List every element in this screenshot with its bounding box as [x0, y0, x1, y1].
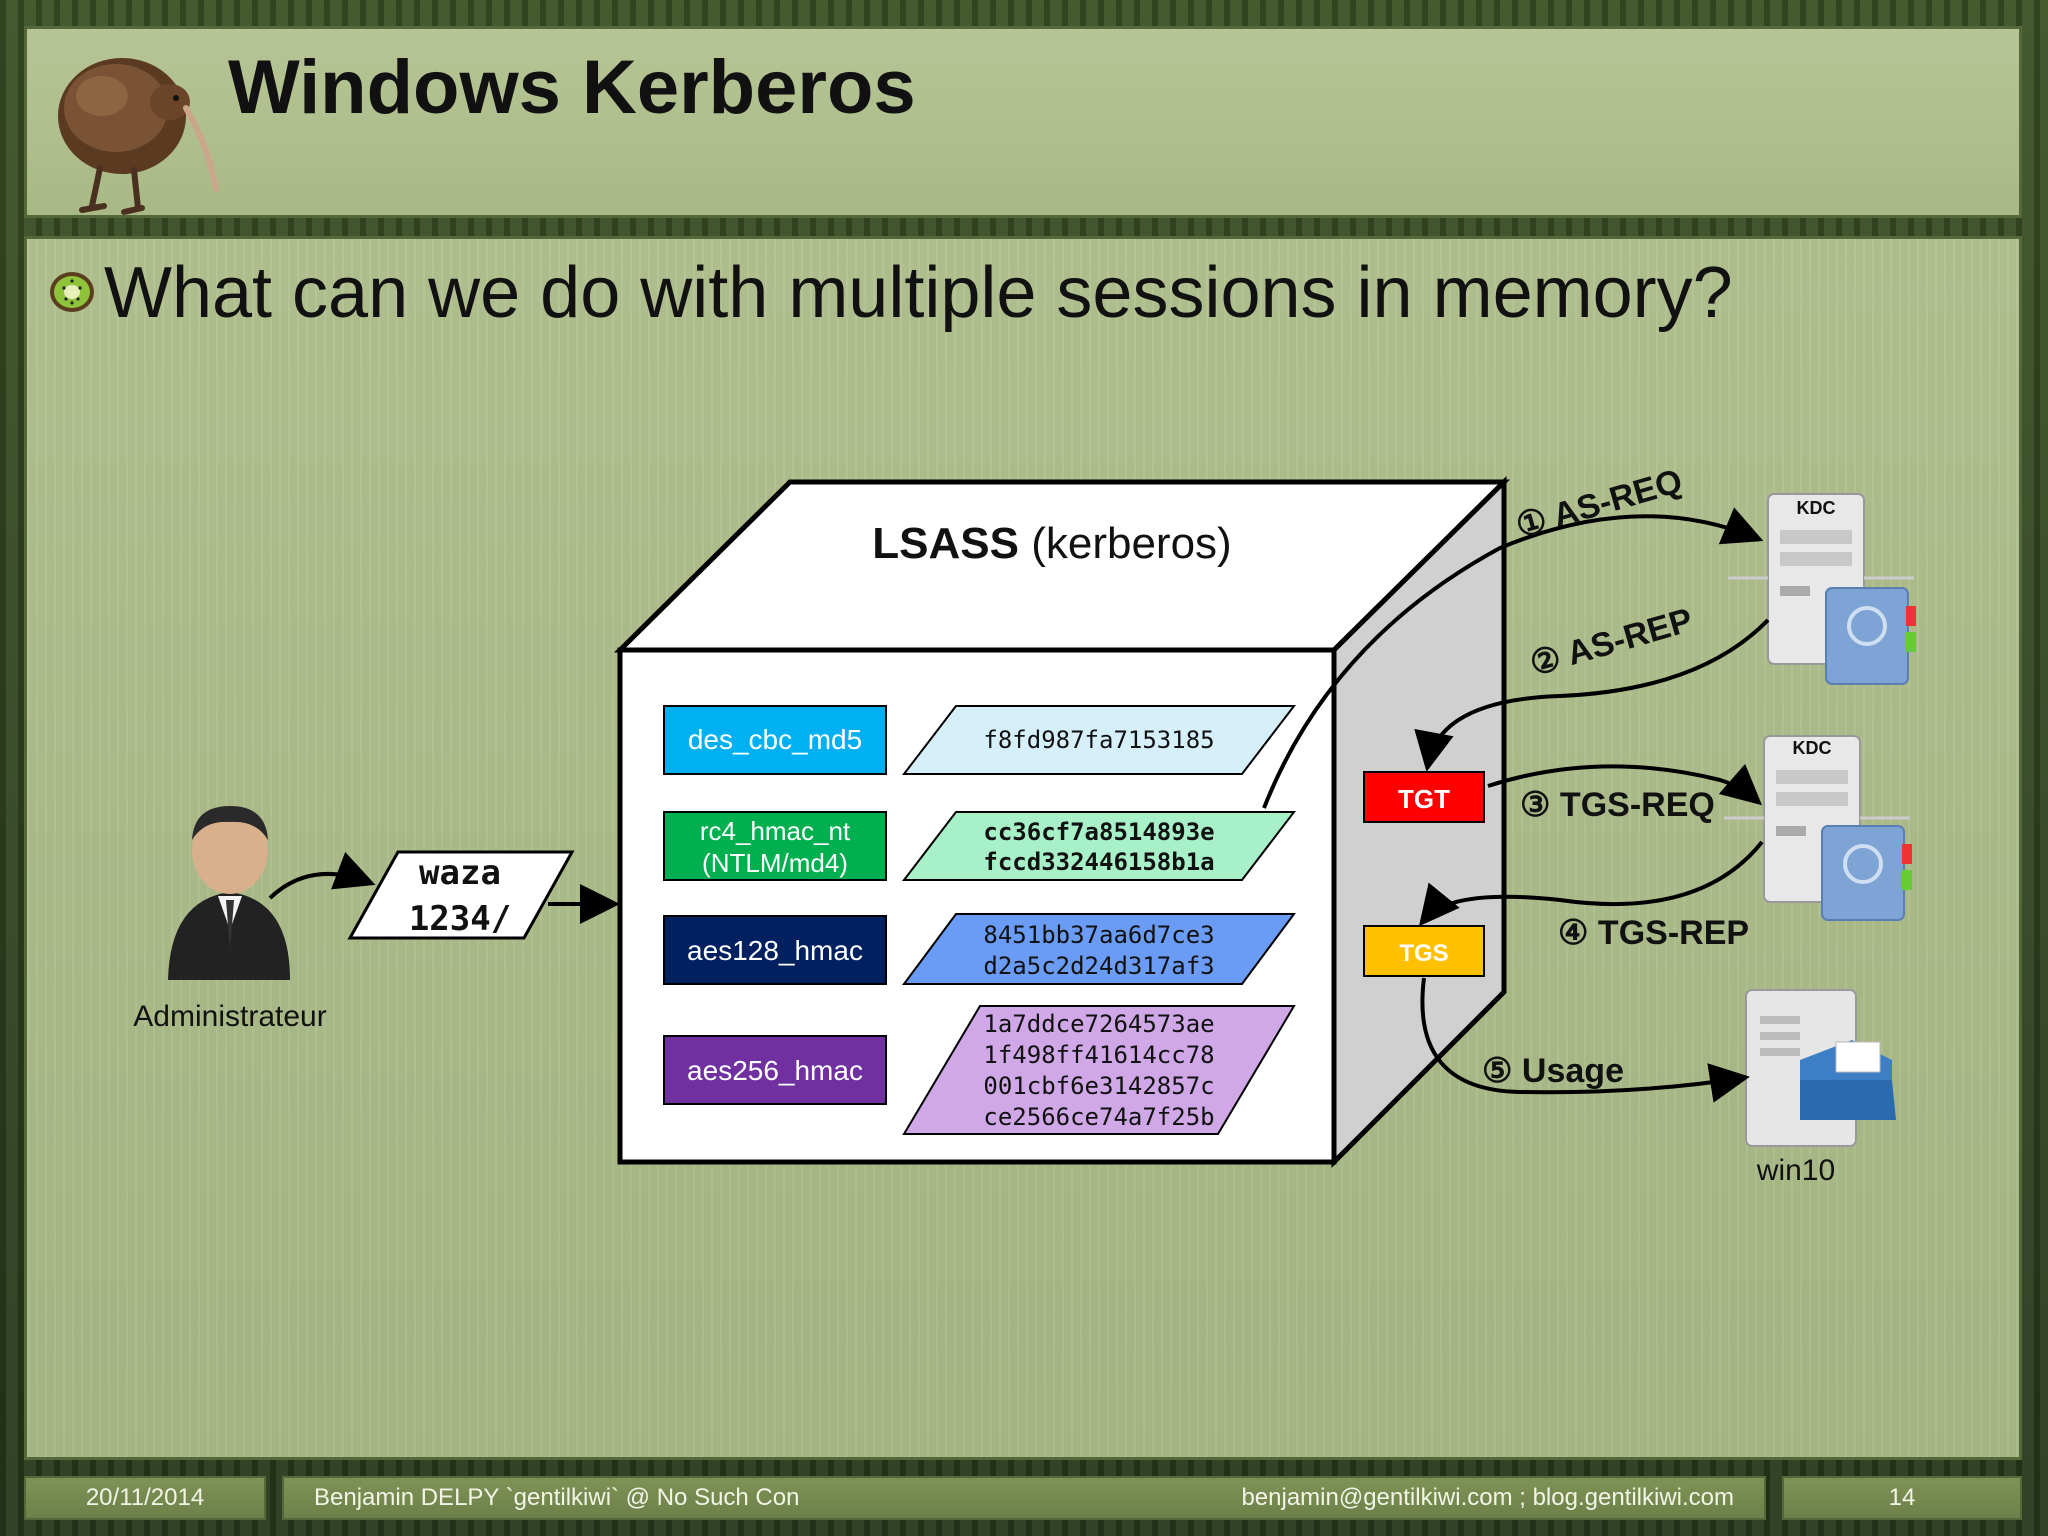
arrow-usage	[1420, 977, 1750, 1103]
step-as-req: ① AS-REQ	[1512, 462, 1687, 546]
key-hash-line: 1f498ff41614cc78	[983, 1041, 1214, 1069]
host-label: win10	[1756, 1154, 1835, 1187]
arrow-user-to-credential	[268, 851, 376, 900]
administrator-user-icon	[168, 806, 290, 980]
arrow-as-rep	[1414, 618, 1770, 772]
win10-host-icon	[1745, 989, 1896, 1147]
arrow-as-req	[1262, 507, 1764, 809]
key-hash-line: 1a7ddce7264573ae	[983, 1010, 1214, 1038]
key-hash-line: d2a5c2d24d317af3	[983, 952, 1214, 980]
key-hash-box	[902, 913, 1296, 985]
kiwi-bird-icon	[58, 58, 219, 215]
tgt-label: TGT	[1398, 784, 1450, 814]
key-hash-line: f8fd987fa7153185	[983, 726, 1214, 754]
key-row-rc4: rc4_hmac_nt (NTLM/md4) cc36cf7a8514893e …	[663, 811, 1297, 881]
footer-page-number: 14	[1888, 1484, 1916, 1511]
tgt-ticket: TGT	[1363, 771, 1485, 823]
key-hash-box	[901, 811, 1297, 881]
step-tgs-rep: ④ TGS-REP	[1558, 914, 1749, 952]
tgs-label: TGS	[1399, 940, 1448, 967]
slide-title: Windows Kerberos	[228, 45, 916, 130]
key-hash-line: ce2566ce74a7f25b	[983, 1103, 1214, 1131]
key-hash-box	[901, 705, 1297, 775]
lsass-title-rest: (kerberos)	[1019, 519, 1232, 568]
lsass-title-bold: LSASS	[872, 519, 1019, 568]
footer-date-text: 20/11/2014	[85, 1484, 205, 1511]
step-as-rep: ② AS-REP	[1526, 601, 1697, 684]
step-usage: ⑤ Usage	[1482, 1052, 1624, 1090]
key-name-box	[663, 705, 887, 775]
key-name: des_cbc_md5	[688, 724, 862, 755]
key-name-secondary: (NTLM/md4)	[702, 848, 848, 878]
footer-date: 20/11/2014	[24, 1476, 266, 1520]
kdc-label: KDC	[1793, 738, 1832, 758]
kiwi-slice-bullet-icon	[50, 272, 94, 312]
footer-contact: benjamin@gentilkiwi.com ; blog.gentilkiw…	[1241, 1484, 1734, 1511]
kdc-server-icon: KDC	[1724, 735, 1912, 921]
key-hash-line: 001cbf6e3142857c	[983, 1072, 1214, 1100]
key-hash-line: 8451bb37aa6d7ce3	[983, 921, 1214, 949]
bullet-question: What can we do with multiple sessions in…	[104, 253, 1733, 333]
key-name: aes128_hmac	[687, 935, 863, 966]
key-name-box	[663, 1035, 887, 1105]
key-hash-line: cc36cf7a8514893e	[983, 818, 1214, 846]
credential-user: waza	[419, 853, 501, 893]
step-tgs-req: ③ TGS-REQ	[1520, 786, 1715, 824]
key-hash-box	[902, 1005, 1296, 1135]
arrow-tgs-rep	[1418, 840, 1764, 927]
footer-author: Benjamin DELPY `gentilkiwi` @ No Such Co…	[314, 1484, 800, 1511]
footer-info: Benjamin DELPY `gentilkiwi` @ No Such Co…	[282, 1476, 1766, 1520]
administrator-label: Administrateur	[133, 1000, 326, 1033]
key-name: aes256_hmac	[687, 1055, 863, 1086]
key-row-des: des_cbc_md5 f8fd987fa7153185	[663, 705, 1297, 775]
credential-box: waza 1234/	[347, 850, 575, 940]
kdc-label: KDC	[1797, 498, 1836, 518]
key-name-box	[663, 915, 887, 985]
tgs-ticket: TGS	[1363, 925, 1485, 977]
arrow-tgs-req	[1487, 763, 1763, 806]
key-hash-line: fccd332446158b1a	[983, 848, 1214, 876]
header-panel	[24, 26, 2022, 218]
key-row-aes128: aes128_hmac 8451bb37aa6d7ce3 d2a5c2d24d3…	[663, 913, 1296, 985]
footer-page: 14	[1782, 1476, 2022, 1520]
kdc-server-icon: KDC	[1728, 493, 1916, 685]
credential-password: 1234/	[409, 899, 511, 939]
key-name-box	[663, 811, 887, 881]
key-row-aes256: aes256_hmac 1a7ddce7264573ae 1f498ff4161…	[663, 1005, 1296, 1135]
lsass-title: LSASS (kerberos)	[872, 519, 1231, 568]
key-name: rc4_hmac_nt	[700, 816, 851, 846]
